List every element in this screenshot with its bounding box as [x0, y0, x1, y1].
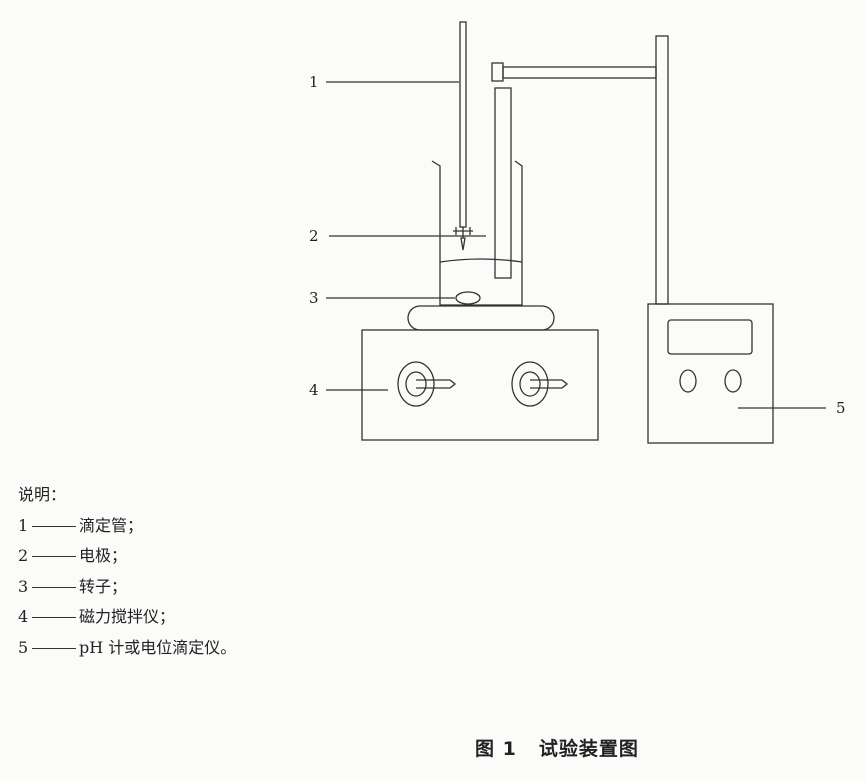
legend-item: 3 转子； — [18, 572, 236, 603]
stir-bar — [455, 291, 481, 305]
legend-item: 5 pH 计或电位滴定仪。 — [18, 633, 236, 664]
figure-title: 试验装置图 — [538, 738, 639, 760]
callout-5: 5 — [836, 399, 846, 417]
electrode — [494, 87, 512, 279]
clamp-arm — [502, 66, 657, 79]
ph-knob-right — [724, 369, 742, 393]
ph-knob-left — [679, 369, 697, 393]
magnetic-stirrer — [361, 329, 599, 441]
legend-text: 磁力搅拌仪； — [79, 607, 176, 626]
stand-rod — [655, 35, 669, 305]
knob-left — [397, 361, 435, 407]
legend-item: 4 磁力搅拌仪； — [18, 602, 236, 633]
legend-text: 滴定管； — [79, 515, 144, 535]
legend-number: 5 — [18, 637, 29, 657]
callout-3: 3 — [309, 289, 319, 307]
legend-number: 3 — [18, 576, 29, 596]
clamp-knob — [491, 62, 504, 82]
legend-item: 1 滴定管； — [18, 511, 236, 542]
legend-dash — [32, 586, 76, 588]
legend-text: 电极； — [79, 546, 128, 565]
legend-dash — [32, 525, 76, 527]
liquid-surface — [439, 258, 523, 263]
legend-number: 2 — [18, 546, 29, 565]
legend-dash — [32, 617, 76, 618]
stir-pad — [407, 305, 555, 331]
legend-text: 转子； — [79, 576, 128, 596]
legend-heading: 说明： — [18, 485, 67, 504]
callout-1: 1 — [309, 73, 319, 91]
legend-number: 4 — [18, 607, 29, 626]
burette-tip — [460, 237, 466, 251]
ph-display — [667, 319, 753, 355]
figure-label: 图 1 — [475, 738, 517, 760]
callout-2: 2 — [309, 227, 319, 245]
beaker — [431, 160, 523, 306]
figure-caption: 图 1 试验装置图 — [475, 734, 639, 761]
legend-dash — [32, 556, 76, 557]
legend: 说明： 1 滴定管； 2 电极； 3 转子； 4 磁力搅拌仪； 5 pH 计或电位滴定仪。 — [18, 480, 236, 663]
callout-4: 4 — [309, 381, 319, 399]
legend-text: pH 计或电位滴定仪。 — [79, 637, 237, 657]
legend-item: 2 电极； — [18, 541, 236, 572]
ph-meter — [647, 303, 774, 444]
legend-number: 1 — [18, 515, 29, 535]
legend-dash — [32, 647, 76, 649]
knob-right — [511, 361, 549, 407]
burette — [459, 21, 467, 228]
